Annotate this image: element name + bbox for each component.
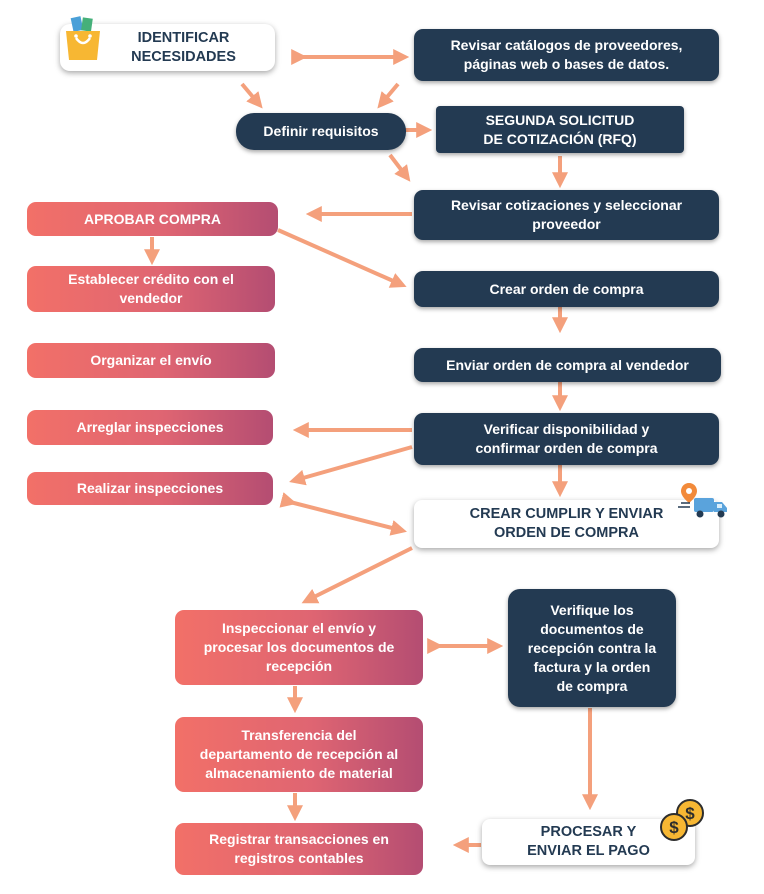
approve-purchase-box: APROBAR COMPRA [27,202,278,236]
delivery-truck-icon [678,483,727,518]
organize-shipping-label: Organizar el envío [90,352,212,368]
verify-documents-label: Verifique los documentos de recepción co… [527,601,657,694]
establish-credit-box: Establecer crédito con el vendedor [27,266,275,312]
review-catalogs-label: Revisar catálogos de proveedores, página… [450,37,683,72]
define-requirements-box: Definir requisitos [236,113,406,150]
second-rfq-box: SEGUNDA SOLICITUD DE COTIZACIÓN (RFQ) [436,106,684,153]
approve-purchase-label: APROBAR COMPRA [84,210,221,227]
create-po-box: Crear orden de compra [414,271,719,307]
review-quotes-label: Revisar cotizaciones y seleccionar prove… [450,197,683,232]
define-requirements-label: Definir requisitos [263,123,379,139]
transfer-department-box: Transferencia del departamento de recepc… [175,717,423,792]
process-payment-label: PROCESAR Y ENVIAR EL PAGO [527,824,650,859]
establish-credit-label: Establecer crédito con el vendedor [68,271,234,306]
organize-shipping-box: Organizar el envío [27,343,275,378]
verify-confirm-label: Verificar disponibilidad y confirmar ord… [475,421,658,456]
fulfill-send-label: CREAR CUMPLIR Y ENVIAR ORDEN DE COMPRA [469,506,664,541]
record-transactions-box: Registrar transacciones en registros con… [175,823,423,875]
review-quotes-box: Revisar cotizaciones y seleccionar prove… [414,190,719,240]
review-catalogs-box: Revisar catálogos de proveedores, página… [414,29,719,81]
send-po-box: Enviar orden de compra al vendedor [414,348,721,382]
inspect-shipment-label: Inspeccionar el envío y procesar los doc… [203,620,395,674]
fulfill-send-box: CREAR CUMPLIR Y ENVIAR ORDEN DE COMPRA [414,500,719,548]
verify-documents-box: Verifique los documentos de recepción co… [508,589,676,707]
second-rfq-label: SEGUNDA SOLICITUD DE COTIZACIÓN (RFQ) [483,111,637,147]
transfer-department-label: Transferencia del departamento de recepc… [199,727,399,781]
perform-inspections-label: Realizar inspecciones [76,480,224,496]
arrange-inspections-label: Arreglar inspecciones [76,419,224,435]
arrange-inspections-box: Arreglar inspecciones [27,410,273,445]
coins-icon: $ $ [660,799,704,841]
send-po-label: Enviar orden de compra al vendedor [446,356,689,373]
identify-needs-label: IDENTIFICAR NECESIDADES [131,29,236,65]
record-transactions-label: Registrar transacciones en registros con… [209,831,389,866]
inspect-shipment-box: Inspeccionar el envío y procesar los doc… [175,610,423,685]
create-po-label: Crear orden de compra [489,280,644,297]
perform-inspections-box: Realizar inspecciones [27,472,273,505]
process-payment-box: PROCESAR Y ENVIAR EL PAGO [482,819,695,865]
verify-confirm-box: Verificar disponibilidad y confirmar ord… [414,413,719,465]
svg-text:$: $ [685,804,695,823]
svg-text:$: $ [669,818,679,837]
shopping-bag-icon [66,16,100,60]
